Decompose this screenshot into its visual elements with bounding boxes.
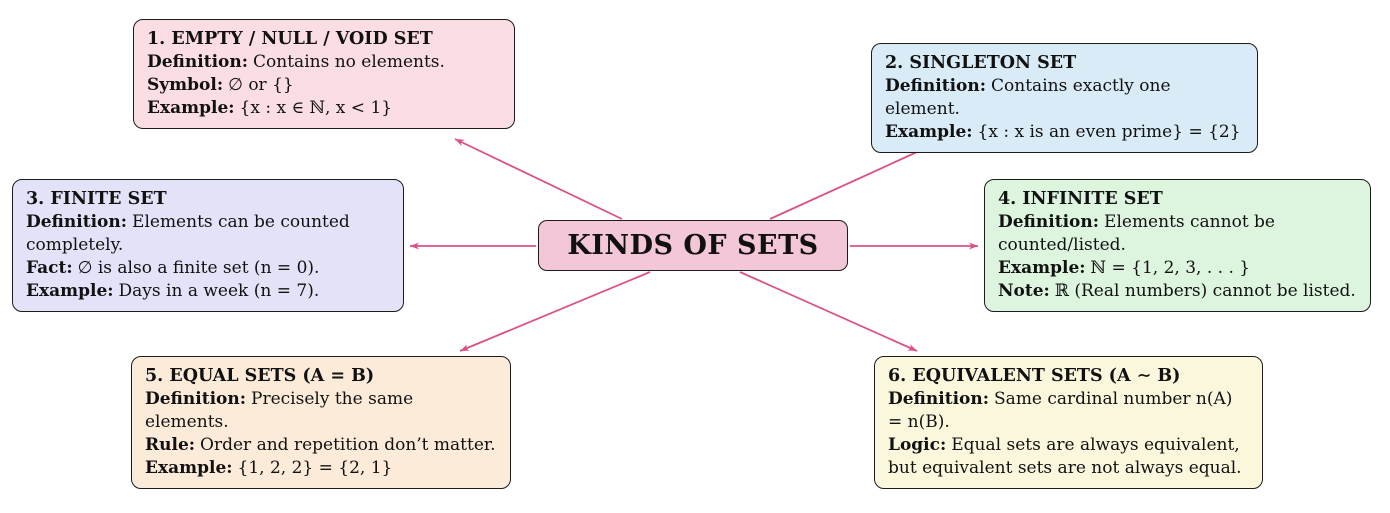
line-text: Precisely the same elements.	[145, 389, 414, 432]
box-line: Logic:Equal sets are always equivalent, …	[888, 434, 1249, 480]
box-line: Example:{x : x ∈ ℕ, x < 1}	[147, 97, 501, 120]
line-text: Elements cannot be counted/listed.	[998, 212, 1275, 255]
box-infinite-set: 4. INFINITE SET Definition:Elements cann…	[984, 179, 1371, 312]
line-text: Elements can be counted completely.	[26, 212, 350, 255]
center-node-kinds-of-sets: KINDS OF SETS	[538, 220, 848, 271]
box-line: Example:{1, 2, 2} = {2, 1}	[145, 457, 497, 480]
line-label: Example:	[998, 258, 1086, 278]
box-title: 1. EMPTY / NULL / VOID SET	[147, 29, 433, 49]
line-text: ∅ is also a finite set (n = 0).	[77, 258, 320, 278]
box-line: Definition:Elements cannot be counted/li…	[998, 211, 1357, 257]
line-label: Example:	[145, 458, 233, 478]
line-text: ℕ = {1, 2, 3, . . . }	[1090, 258, 1251, 278]
box-title: 4. INFINITE SET	[998, 189, 1163, 209]
line-text: {x : x is an even prime} = {2}	[977, 122, 1241, 142]
box-line: Definition:Elements can be counted compl…	[26, 211, 390, 257]
box-line: Symbol:∅ or {}	[147, 74, 501, 97]
line-label: Definition:	[998, 212, 1100, 232]
box-line: Definition:Same cardinal number n(A) = n…	[888, 388, 1249, 434]
box-line: Definition:Precisely the same elements.	[145, 388, 497, 434]
line-text: Contains no elements.	[253, 52, 445, 72]
line-label: Fact:	[26, 258, 73, 278]
box-line: Definition:Contains no elements.	[147, 51, 501, 74]
line-label: Note:	[998, 281, 1050, 301]
line-text: ∅ or {}	[228, 75, 294, 95]
box-line: Note:ℝ (Real numbers) cannot be listed.	[998, 280, 1357, 303]
arrow-center-to-empty-set	[454, 138, 623, 220]
line-text: Days in a week (n = 7).	[118, 281, 320, 301]
line-label: Symbol:	[147, 75, 224, 95]
line-text: Equal sets are always equivalent, but eq…	[888, 435, 1242, 478]
box-equal-sets: 5. EQUAL SETS (A = B) Definition:Precise…	[131, 356, 511, 489]
line-text: Contains exactly one element.	[885, 76, 1171, 119]
line-text: {1, 2, 2} = {2, 1}	[237, 458, 393, 478]
line-label: Definition:	[147, 52, 249, 72]
line-label: Definition:	[145, 389, 247, 409]
box-title: 6. EQUIVALENT SETS (A ∼ B)	[888, 366, 1181, 386]
line-label: Example:	[147, 98, 235, 118]
line-label: Example:	[885, 122, 973, 142]
box-singleton-set: 2. SINGLETON SET Definition:Contains exa…	[871, 43, 1258, 153]
box-line: Definition:Contains exactly one element.	[885, 75, 1244, 121]
line-text: ℝ (Real numbers) cannot be listed.	[1054, 281, 1356, 301]
box-finite-set: 3. FINITE SET Definition:Elements can be…	[12, 179, 404, 312]
line-label: Logic:	[888, 435, 947, 455]
box-empty-null-void-set: 1. EMPTY / NULL / VOID SET Definition:Co…	[133, 19, 515, 129]
line-label: Definition:	[885, 76, 987, 96]
line-text: Order and repetition don’t matter.	[200, 435, 496, 455]
line-label: Example:	[26, 281, 114, 301]
box-title: 2. SINGLETON SET	[885, 53, 1077, 73]
box-line: Example:ℕ = {1, 2, 3, . . . }	[998, 257, 1357, 280]
arrow-center-to-equivalent-sets	[739, 271, 918, 352]
line-label: Rule:	[145, 435, 196, 455]
box-title: 3. FINITE SET	[26, 189, 167, 209]
box-line: Example:Days in a week (n = 7).	[26, 280, 390, 303]
box-line: Rule:Order and repetition don’t matter.	[145, 434, 497, 457]
arrow-center-to-equal-sets	[459, 271, 651, 352]
box-title: 5. EQUAL SETS (A = B)	[145, 366, 375, 386]
line-label: Definition:	[888, 389, 990, 409]
center-node-label: KINDS OF SETS	[567, 230, 819, 261]
line-text: {x : x ∈ ℕ, x < 1}	[239, 98, 393, 118]
box-line: Example:{x : x is an even prime} = {2}	[885, 121, 1244, 144]
line-text: Same cardinal number n(A) = n(B).	[888, 389, 1233, 432]
box-line: Fact:∅ is also a finite set (n = 0).	[26, 257, 390, 280]
line-label: Definition:	[26, 212, 128, 232]
box-equivalent-sets: 6. EQUIVALENT SETS (A ∼ B) Definition:Sa…	[874, 356, 1263, 489]
